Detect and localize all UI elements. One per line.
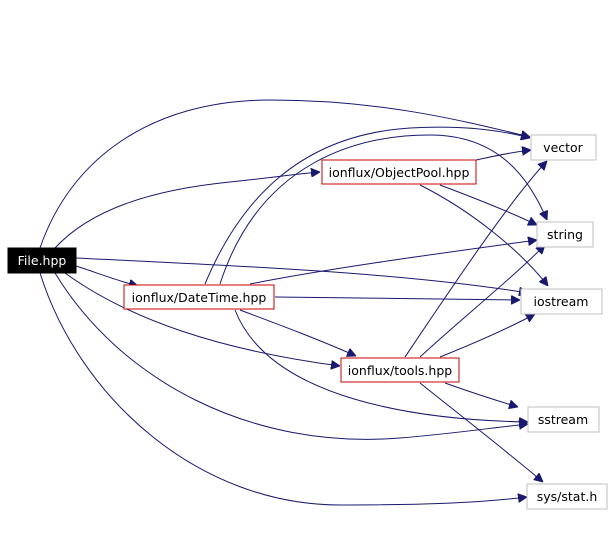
node-objectpool-hpp-label: ionflux/ObjectPool.hpp (329, 165, 470, 180)
edge-file-to-vector (39, 99, 530, 249)
edge-datetime-to-sstream (234, 309, 528, 422)
node-vector-label: vector (543, 140, 584, 155)
node-sstream[interactable]: sstream (527, 406, 600, 433)
edges (39, 99, 548, 506)
node-sys-stat-h[interactable]: sys/stat.h (526, 483, 608, 510)
edge-objectpool-to-vector (475, 150, 531, 161)
node-iostream[interactable]: iostream (520, 288, 603, 315)
edge-tools-to-vector (404, 161, 547, 358)
node-file-hpp[interactable]: File.hpp (7, 247, 77, 274)
node-datetime-hpp-label: ionflux/DateTime.hpp (132, 290, 267, 305)
edge-objectpool-to-iostream (419, 184, 548, 286)
edge-datetime-to-tools (239, 309, 356, 356)
edge-file-to-sys-stat (39, 272, 527, 506)
edge-tools-to-sstream (444, 382, 518, 407)
edge-file-to-sstream (54, 272, 528, 440)
nodes: File.hpp ionflux/ObjectPool.hpp ionflux/… (7, 134, 608, 510)
node-sys-stat-h-label: sys/stat.h (537, 489, 598, 504)
node-file-hpp-label: File.hpp (18, 253, 67, 268)
edge-file-to-datetime (75, 265, 138, 286)
node-iostream-label: iostream (534, 294, 589, 309)
edge-file-to-tools (64, 272, 340, 366)
node-sstream-label: sstream (538, 412, 588, 427)
node-tools-hpp-label: ionflux/tools.hpp (348, 363, 452, 378)
node-string-label: string (547, 227, 583, 242)
edge-tools-to-iostream (439, 314, 535, 358)
node-string[interactable]: string (536, 221, 594, 248)
node-datetime-hpp[interactable]: ionflux/DateTime.hpp (123, 284, 275, 310)
edge-objectpool-to-string (439, 184, 537, 225)
edge-file-to-objectpool (54, 172, 320, 249)
edge-datetime-to-vector (204, 126, 530, 285)
node-tools-hpp[interactable]: ionflux/tools.hpp (340, 357, 460, 383)
edge-datetime-to-string (219, 134, 547, 285)
node-objectpool-hpp[interactable]: ionflux/ObjectPool.hpp (321, 159, 477, 185)
edge-datetime-to-iostream (274, 297, 520, 300)
edge-file-to-iostream (75, 257, 528, 293)
edge-tools-to-sys-stat (419, 382, 543, 482)
node-vector[interactable]: vector (530, 134, 597, 161)
edge-tools-to-string (419, 245, 545, 358)
edge-datetime-to-string-line (249, 240, 537, 285)
